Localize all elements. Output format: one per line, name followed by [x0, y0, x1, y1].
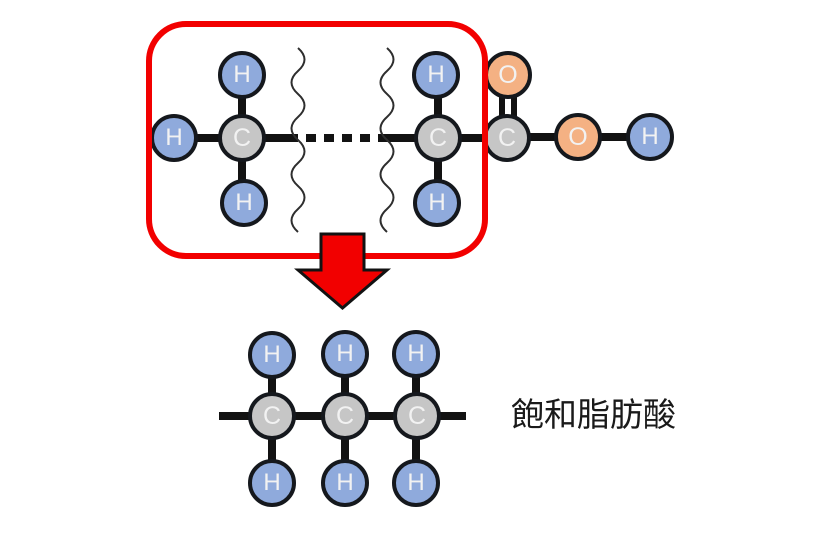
chain-break-squiggle-right	[379, 47, 395, 233]
hydrogen-atom: H	[321, 459, 369, 507]
hydrogen-atom: H	[412, 51, 460, 99]
single-bond	[438, 134, 507, 142]
down-arrow-icon	[294, 232, 392, 310]
hydrogen-atom: H	[248, 459, 296, 507]
caption-saturated-fatty-acid: 飽和脂肪酸	[511, 398, 676, 434]
hydrogen-atom: H	[413, 179, 461, 227]
single-bond	[412, 416, 420, 483]
oxygen-atom: O	[484, 51, 532, 99]
hydrogen-atom: H	[392, 330, 440, 378]
double-bond-bar	[499, 95, 505, 119]
hydrogen-atom: H	[150, 114, 198, 162]
single-bond	[378, 134, 438, 142]
carbon-atom: C	[321, 392, 369, 440]
carbon-atom: C	[248, 392, 296, 440]
hydrogen-atom: H	[321, 330, 369, 378]
carbon-atom: C	[393, 392, 441, 440]
dotted-bond	[288, 134, 378, 142]
single-bond	[412, 354, 420, 416]
single-bond	[341, 354, 349, 416]
single-bond	[238, 138, 246, 203]
single-bond	[434, 75, 442, 138]
hydrogen-atom: H	[248, 331, 296, 379]
single-bond	[268, 355, 276, 416]
double-bond-bar	[511, 95, 517, 119]
carbon-atom: C	[414, 114, 462, 162]
single-bond	[341, 416, 349, 483]
single-bond	[238, 75, 246, 138]
hydrogen-atom: H	[392, 459, 440, 507]
oxygen-atom: O	[554, 113, 602, 161]
carbon-atom: C	[483, 114, 531, 162]
hydrogen-atom: H	[220, 179, 268, 227]
single-bond	[174, 134, 242, 142]
hydrogen-atom: H	[626, 113, 674, 161]
single-bond	[507, 133, 578, 141]
single-bond	[578, 133, 650, 141]
hydrogen-atom: H	[218, 51, 266, 99]
single-bond	[434, 138, 442, 203]
carbon-atom: C	[218, 114, 266, 162]
chain-break-squiggle-left	[290, 47, 306, 233]
single-bond	[268, 416, 276, 483]
